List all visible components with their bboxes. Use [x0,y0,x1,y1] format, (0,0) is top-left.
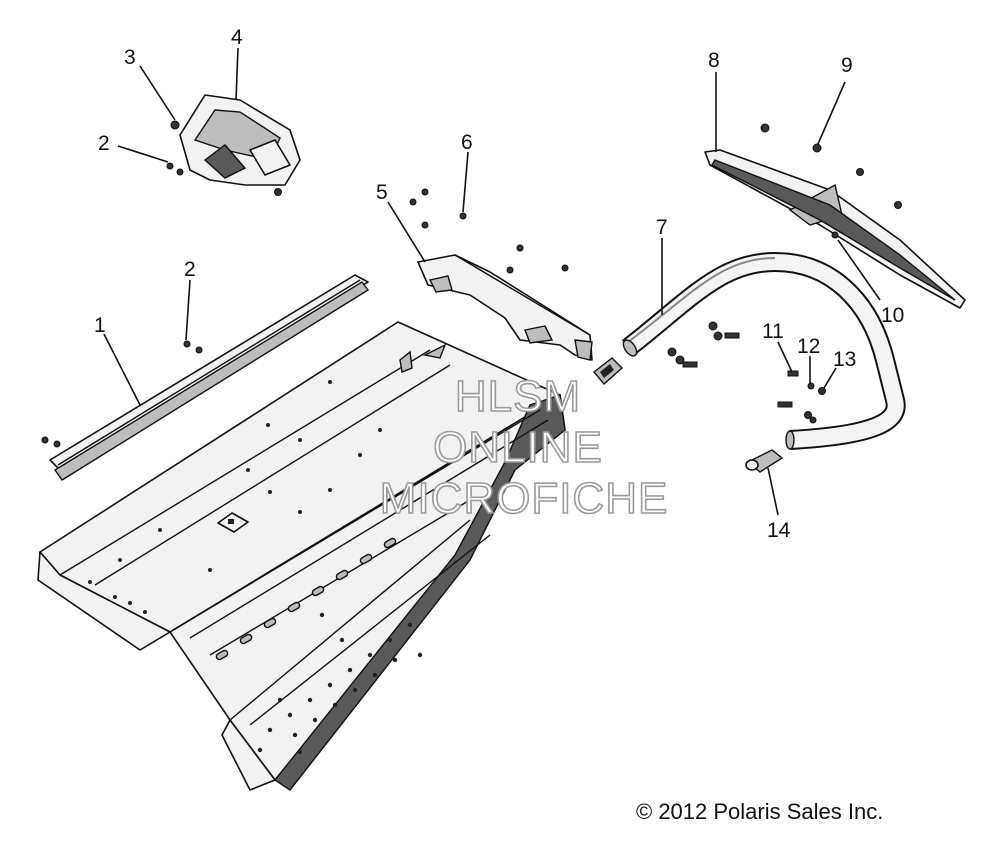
callout-10: 10 [881,304,904,327]
callouts: 1 2 2 3 4 5 6 7 8 9 10 11 12 13 14 [94,26,904,542]
callout-14: 14 [767,519,791,542]
leader-lines [103,47,881,516]
fasteners [41,120,902,448]
rear-flap-bar [704,149,966,309]
mounting-bracket [417,254,593,361]
callout-1: 1 [94,314,106,337]
callout-4: 4 [231,26,243,49]
watermark-line-2: ONLINE [433,423,603,472]
rear-bumper-tube [592,252,906,450]
tunnel-body [37,321,566,791]
callout-8: 8 [708,49,720,72]
callout-7: 7 [656,216,668,239]
callout-9: 9 [841,54,853,77]
callout-6: 6 [461,131,473,154]
callout-3: 3 [124,46,136,69]
end-cap [745,449,784,473]
callout-11: 11 [762,320,784,343]
callout-2b: 2 [184,258,196,281]
watermark: HLSM ONLINE MICROFICHE [379,371,669,524]
running-board-strip [49,274,370,481]
watermark-line-1: HLSM [455,372,581,421]
copyright-notice: © 2012 Polaris Sales Inc. [636,799,883,824]
callout-5: 5 [376,181,388,204]
callout-2a: 2 [98,132,110,155]
callout-12: 12 [797,335,820,358]
watermark-line-3: MICROFICHE [380,474,669,523]
console-cover [179,94,301,186]
callout-13: 13 [833,348,856,371]
